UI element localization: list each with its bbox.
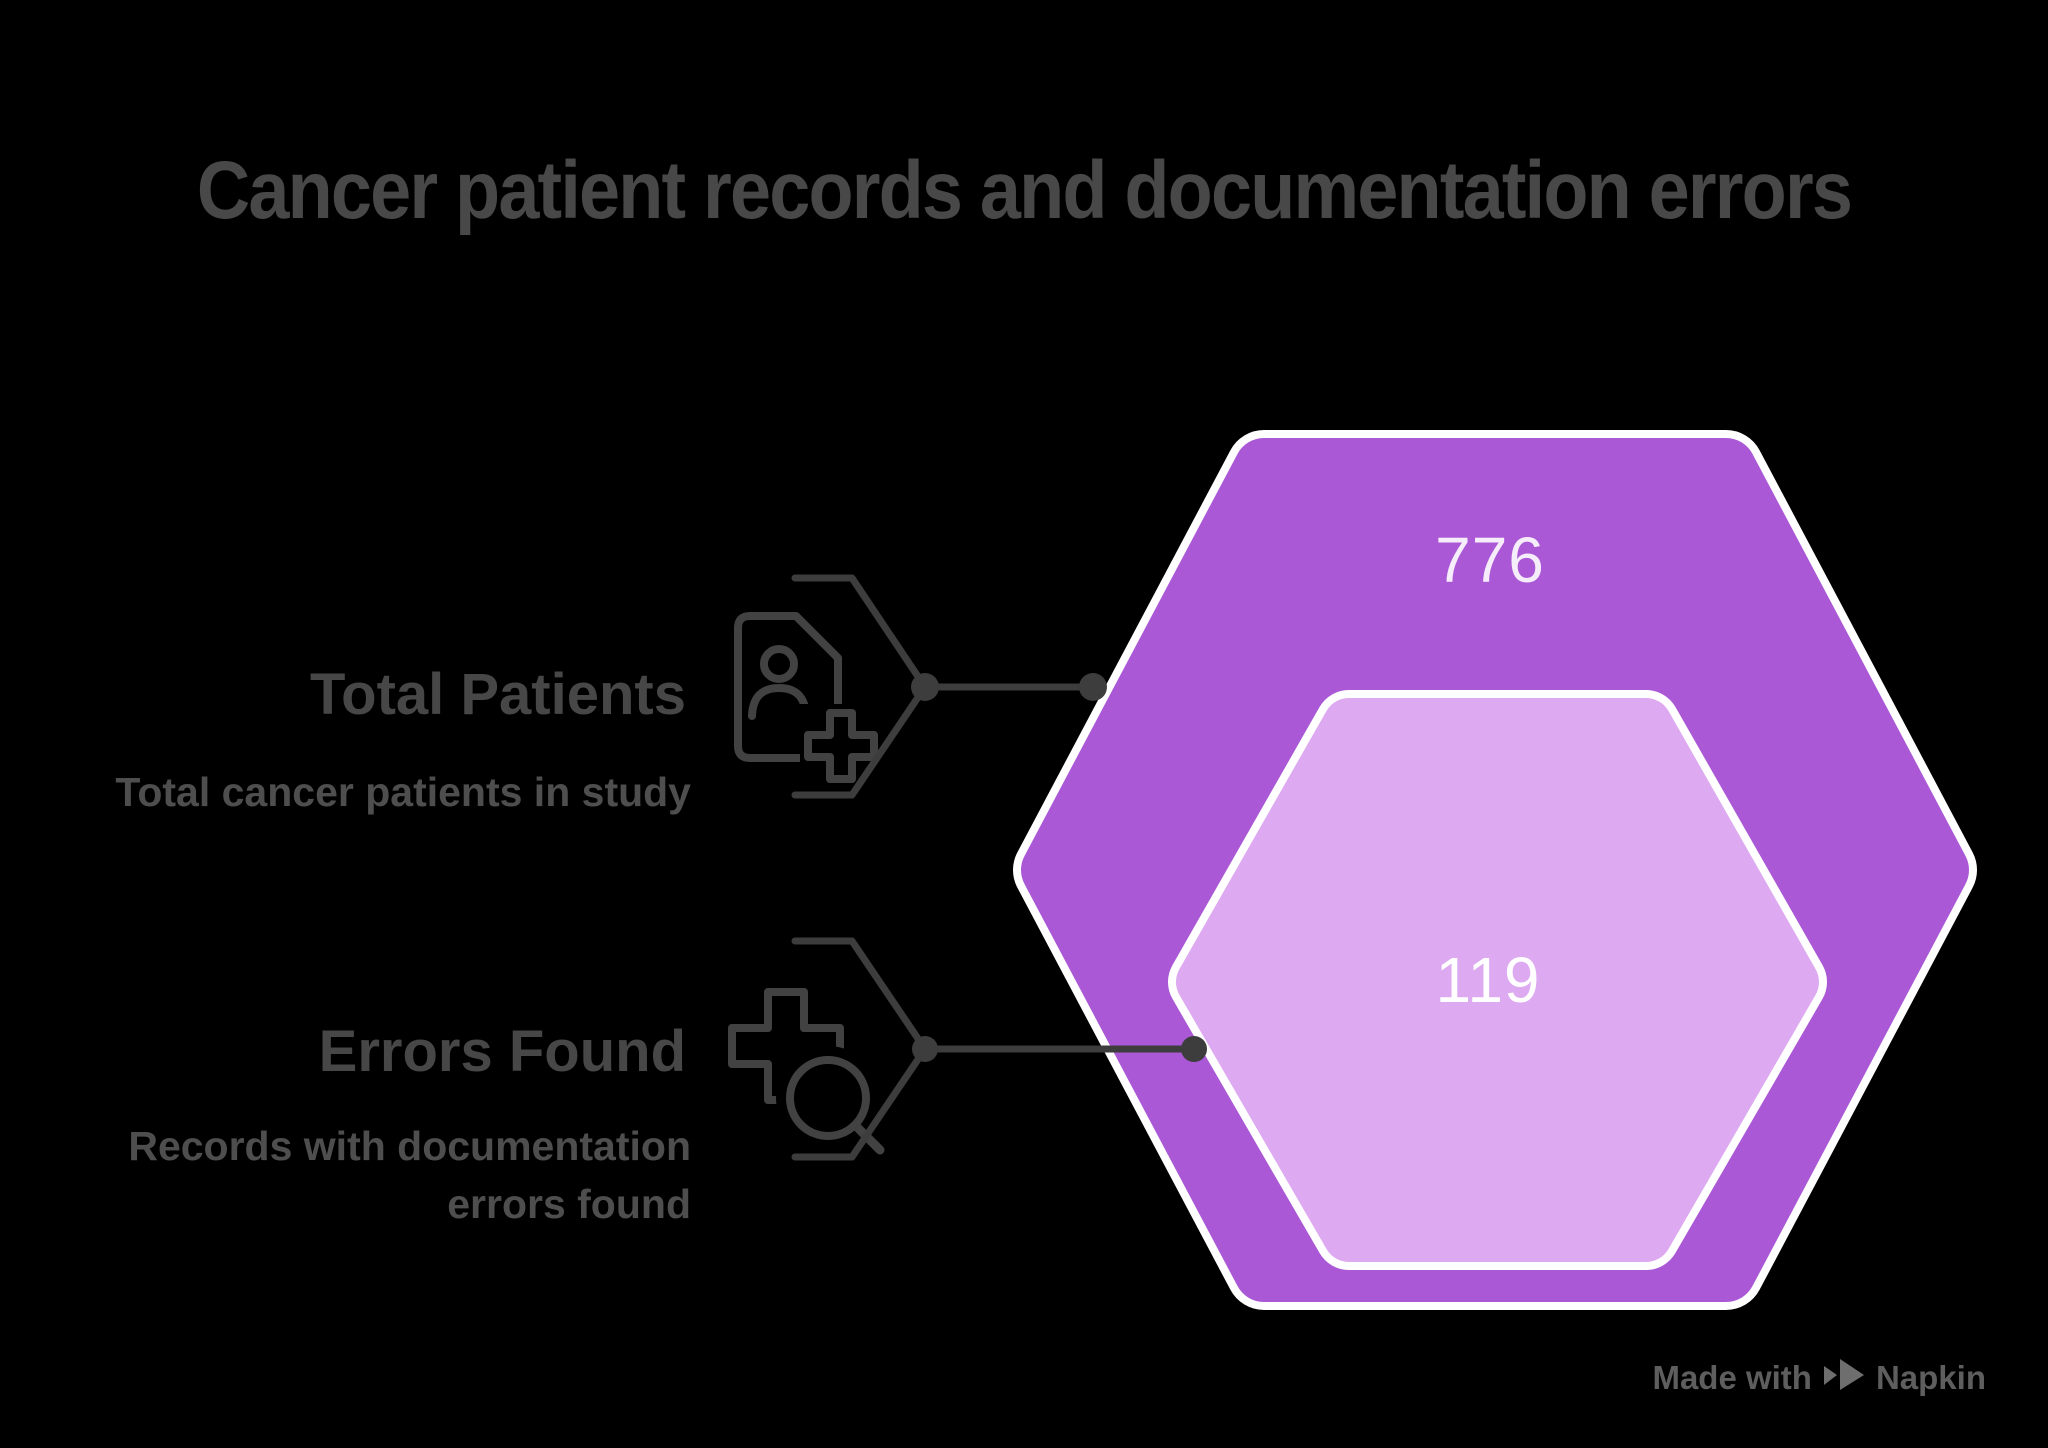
connector-dot bbox=[1181, 1036, 1207, 1062]
napkin-logo-icon bbox=[1823, 1356, 1864, 1399]
magnifier-lens bbox=[786, 1056, 870, 1140]
person-shoulders bbox=[748, 684, 810, 720]
connector-errors-found bbox=[791, 937, 1207, 1161]
outer-hexagon-value: 776 bbox=[1435, 524, 1545, 596]
connector-dot bbox=[1079, 673, 1107, 701]
metric-label-total-patients: Total Patients bbox=[310, 662, 686, 727]
patient-record-icon bbox=[734, 612, 884, 788]
medical-cross bbox=[804, 709, 878, 783]
watermark: Made with Napkin bbox=[1652, 1356, 1986, 1399]
error-search-icon bbox=[728, 988, 885, 1155]
inner-hexagon-value: 119 bbox=[1435, 944, 1541, 1016]
connector-total-patients bbox=[791, 574, 1107, 799]
metric-description-errors-found: Records with documentation errors found bbox=[128, 1123, 691, 1228]
metric-label-errors-found: Errors Found bbox=[318, 1019, 686, 1084]
page-title: Cancer patient records and documentation… bbox=[196, 145, 1853, 236]
watermark-prefix: Made with bbox=[1652, 1359, 1812, 1396]
connector-dot bbox=[912, 1036, 938, 1062]
title-wrap: Cancer patient records and documentation… bbox=[0, 145, 2048, 236]
inner-hexagon-errors-found bbox=[1168, 690, 1827, 1270]
metric-description-total-patients: Total cancer patients in study bbox=[115, 769, 691, 815]
watermark-brand: Napkin bbox=[1875, 1359, 1986, 1396]
connector-dot bbox=[911, 673, 939, 701]
inner-hexagon-fill bbox=[1176, 698, 1819, 1262]
person-head bbox=[760, 645, 798, 683]
